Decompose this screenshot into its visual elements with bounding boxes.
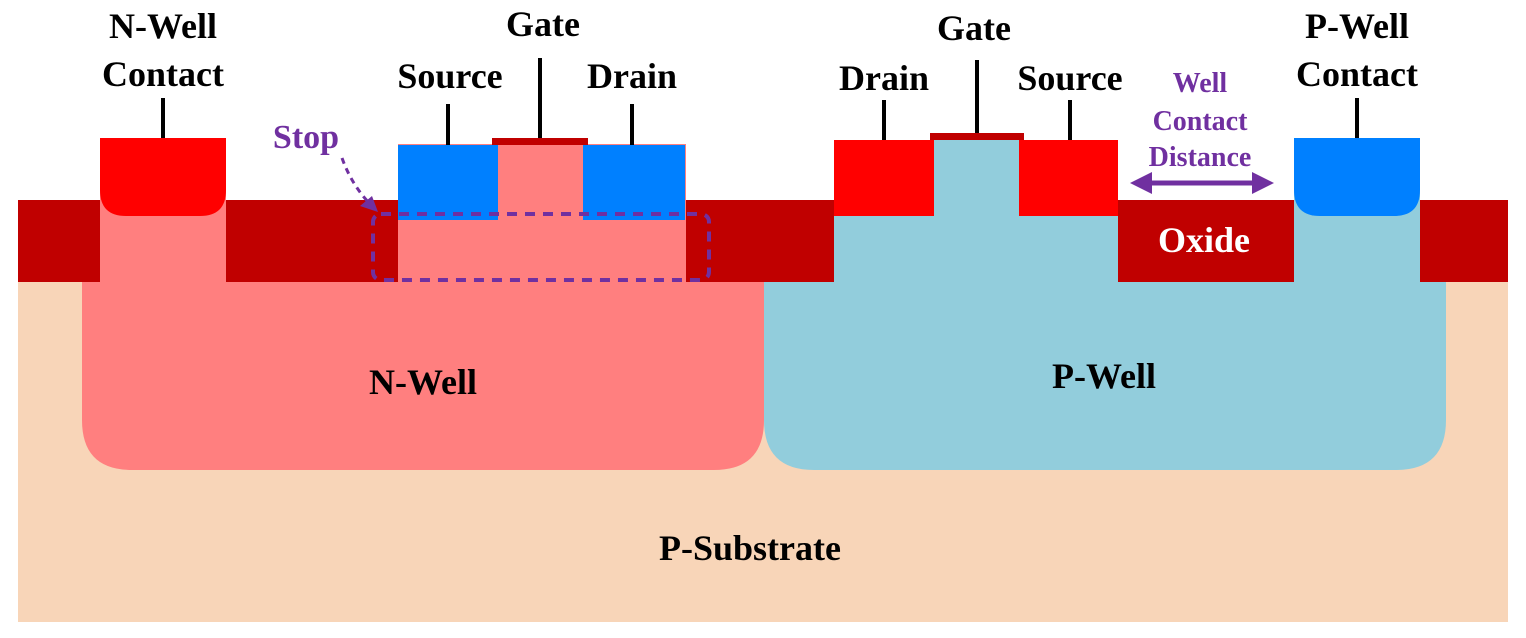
stop-arrow (340, 157, 374, 208)
pmos-drain-pplus (583, 145, 685, 220)
gate-left-label: Gate (506, 4, 580, 44)
source-right-label: Source (1017, 58, 1122, 98)
p-well (764, 140, 1446, 470)
drain-left-label: Drain (587, 56, 677, 96)
pmos-gate (492, 138, 588, 145)
drain-right-label: Drain (839, 58, 929, 98)
nwell-contact-label-line1: N-Well (109, 6, 217, 46)
substrate-label: P-Substrate (659, 528, 841, 568)
oxide-segment-edge-right (1420, 200, 1508, 282)
oxide-block (1118, 200, 1294, 282)
nmos-gate (930, 133, 1024, 140)
nwell-label: N-Well (369, 362, 477, 402)
p-well-contact-pplus (1294, 138, 1420, 216)
well-contact-distance-label-line2: Contact (1153, 106, 1249, 137)
nmos-source-nplus (1019, 140, 1118, 216)
oxide-segment-left (228, 200, 398, 282)
nmos-drain-nplus (834, 140, 934, 216)
stop-label: Stop (273, 119, 339, 156)
source-left-label: Source (397, 56, 502, 96)
n-well-contact-nplus (100, 138, 226, 216)
gate-right-label: Gate (937, 8, 1011, 48)
pwell-contact-label-line2: Contact (1296, 54, 1418, 94)
well-contact-distance-label-line3: Distance (1149, 142, 1252, 173)
oxide-label: Oxide (1158, 220, 1250, 260)
nwell-contact-label-line2: Contact (102, 54, 224, 94)
pwell-label: P-Well (1052, 356, 1156, 396)
stop-arrowhead (360, 196, 378, 212)
oxide-segment-edge-left (18, 200, 100, 282)
well-contact-distance-arrowhead-right (1252, 172, 1274, 194)
well-contact-distance-label-line1: Well (1173, 68, 1228, 99)
well-contact-distance-arrowhead-left (1130, 172, 1152, 194)
pmos-source-pplus (398, 145, 498, 220)
pwell-contact-label-line1: P-Well (1305, 6, 1409, 46)
